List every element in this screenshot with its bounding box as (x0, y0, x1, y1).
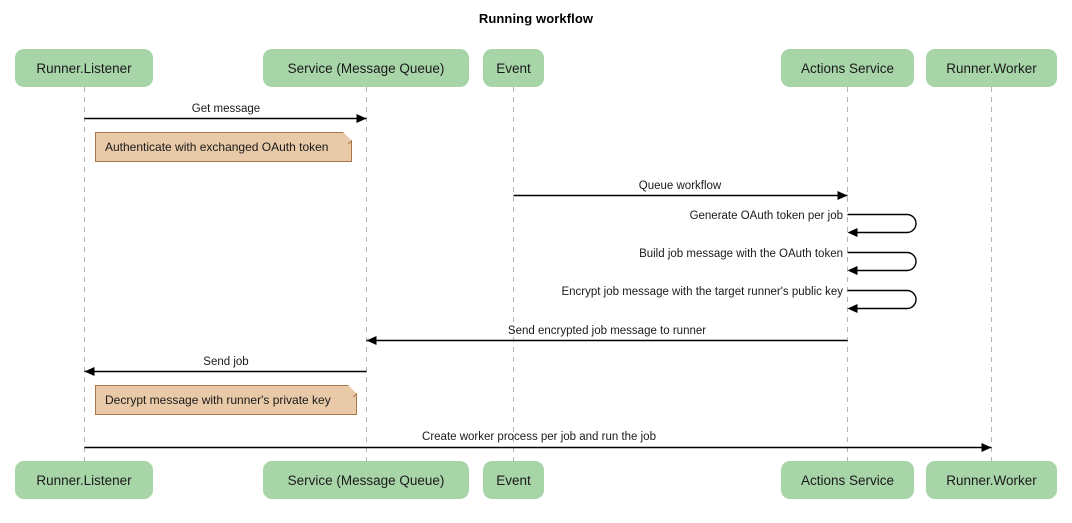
participant-top-runner-worker[interactable]: Runner.Worker (926, 49, 1057, 87)
arrowhead-right (356, 114, 367, 123)
message-create-worker-process-per-job-and-run-the-job (84, 443, 992, 452)
participant-bottom-runner-listener[interactable]: Runner.Listener (15, 461, 153, 499)
arrowhead-left (847, 266, 858, 275)
participant-top-runner-listener[interactable]: Runner.Listener (15, 49, 153, 87)
page-title: Running workflow (478, 11, 594, 26)
message-label-encrypt-job-message-with-the-target-runners-public-key: Encrypt job message with the target runn… (561, 286, 843, 298)
participant-top-actions-service[interactable]: Actions Service (781, 49, 914, 87)
participant-label: Runner.Listener (36, 472, 132, 488)
participant-top-service-message-queue[interactable]: Service (Message Queue) (263, 49, 469, 87)
note-decrypt-message-with-runners-private-key: Decrypt message with runner's private ke… (95, 385, 357, 415)
participant-bottom-runner-worker[interactable]: Runner.Worker (926, 461, 1057, 499)
participant-label: Event (496, 472, 531, 488)
self-loop-path (847, 251, 917, 272)
message-label-send-encrypted-job-message-to-runner: Send encrypted job message to runner (507, 325, 707, 337)
message-build-job-message-with-the-oauth-token (847, 251, 917, 275)
message-label-create-worker-process-per-job-and-run-the-job: Create worker process per job and run th… (422, 431, 656, 443)
participant-label: Event (496, 60, 531, 76)
participant-label: Actions Service (800, 60, 895, 76)
participant-label: Runner.Worker (946, 472, 1037, 488)
arrowhead-left (84, 367, 95, 376)
participant-label: Runner.Worker (946, 60, 1037, 76)
message-label-queue-workflow: Queue workflow (638, 180, 722, 192)
participant-bottom-event[interactable]: Event (483, 461, 544, 499)
note-text: Authenticate with exchanged OAuth token (105, 140, 329, 154)
participant-bottom-actions-service[interactable]: Actions Service (781, 461, 914, 499)
participant-label: Service (Message Queue) (287, 60, 445, 76)
message-generate-oauth-token-per-job (847, 213, 917, 237)
self-loop-path (847, 289, 917, 310)
participant-label: Runner.Listener (36, 60, 132, 76)
note-fold-edge-icon (345, 385, 357, 397)
arrowhead-right (837, 191, 848, 200)
note-fold-edge-icon (340, 132, 352, 144)
participant-label: Actions Service (800, 472, 895, 488)
participant-label: Service (Message Queue) (287, 472, 445, 488)
arrowhead-left (847, 304, 858, 313)
note-text: Decrypt message with runner's private ke… (105, 393, 331, 407)
message-encrypt-job-message-with-the-target-runners-public-key (847, 289, 917, 313)
message-label-get-message: Get message (191, 103, 261, 115)
arrowhead-right (981, 443, 992, 452)
arrowhead-left (847, 228, 858, 237)
participant-top-event[interactable]: Event (483, 49, 544, 87)
participant-bottom-service-message-queue[interactable]: Service (Message Queue) (263, 461, 469, 499)
message-label-generate-oauth-token-per-job: Generate OAuth token per job (689, 210, 843, 222)
note-authenticate-with-exchanged-oauth-token: Authenticate with exchanged OAuth token (95, 132, 352, 162)
arrowhead-left (366, 336, 377, 345)
message-label-send-job: Send job (203, 356, 249, 368)
message-label-build-job-message-with-the-oauth-token: Build job message with the OAuth token (639, 248, 843, 260)
self-loop-path (847, 213, 917, 234)
